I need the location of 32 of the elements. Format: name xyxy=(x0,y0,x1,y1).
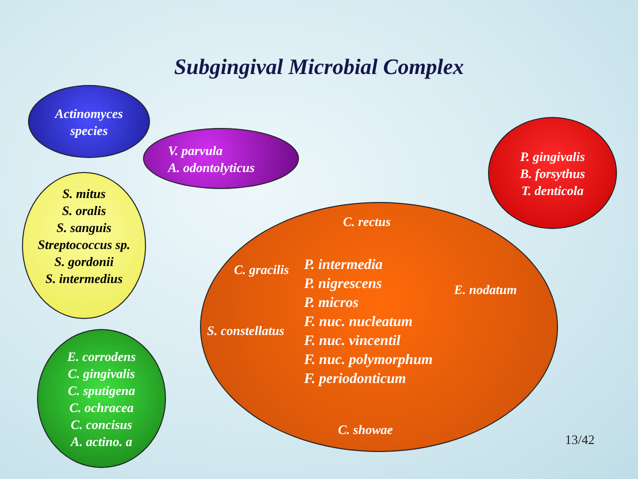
species-name: F. nuc. nucleatum xyxy=(304,314,413,331)
species-name: F. nuc. polymorphum xyxy=(304,352,433,369)
species-name: V. parvula xyxy=(168,142,223,158)
species-name: P. nigrescens xyxy=(304,276,382,293)
species-name: E. corrodens xyxy=(67,348,136,364)
species-name: P. micros xyxy=(304,295,359,312)
species-name: S. constellatus xyxy=(207,322,284,339)
species-name: C. showae xyxy=(338,421,393,438)
species-name: C. rectus xyxy=(343,213,391,230)
species-name: S. gordonii xyxy=(54,252,114,270)
species-name: C. gracilis xyxy=(234,261,289,278)
species-name: B. forsythus xyxy=(520,164,586,182)
species-name: P. gingivalis xyxy=(520,148,585,164)
species-name: C. gingivalis xyxy=(68,364,136,382)
species-name: S. oralis xyxy=(62,202,106,218)
species-name: S. sanguis xyxy=(56,218,112,236)
species-name: Streptococcus sp. xyxy=(38,236,130,252)
species-name: C. concisus xyxy=(70,416,132,432)
species-name: C. ochracea xyxy=(69,398,134,416)
species-name: F. nuc. vincentil xyxy=(304,333,400,350)
species-name: F. periodonticum xyxy=(304,371,406,388)
species-name: S. mitus xyxy=(62,184,106,202)
species-name: S. intermedius xyxy=(45,270,123,286)
species-name: C. sputigena xyxy=(68,382,136,398)
species-name: A. odontolyticus xyxy=(168,158,255,176)
species-name: A. actino. a xyxy=(70,432,132,450)
page-number: 13/42 xyxy=(565,432,595,448)
species-name: T. denticola xyxy=(521,182,584,198)
species-name: Actinomyces species xyxy=(53,104,124,138)
species-name: P. intermedia xyxy=(304,257,383,274)
species-name: E. nodatum xyxy=(454,281,517,298)
slide-title: Subgingival Microbial Complex xyxy=(173,54,465,80)
